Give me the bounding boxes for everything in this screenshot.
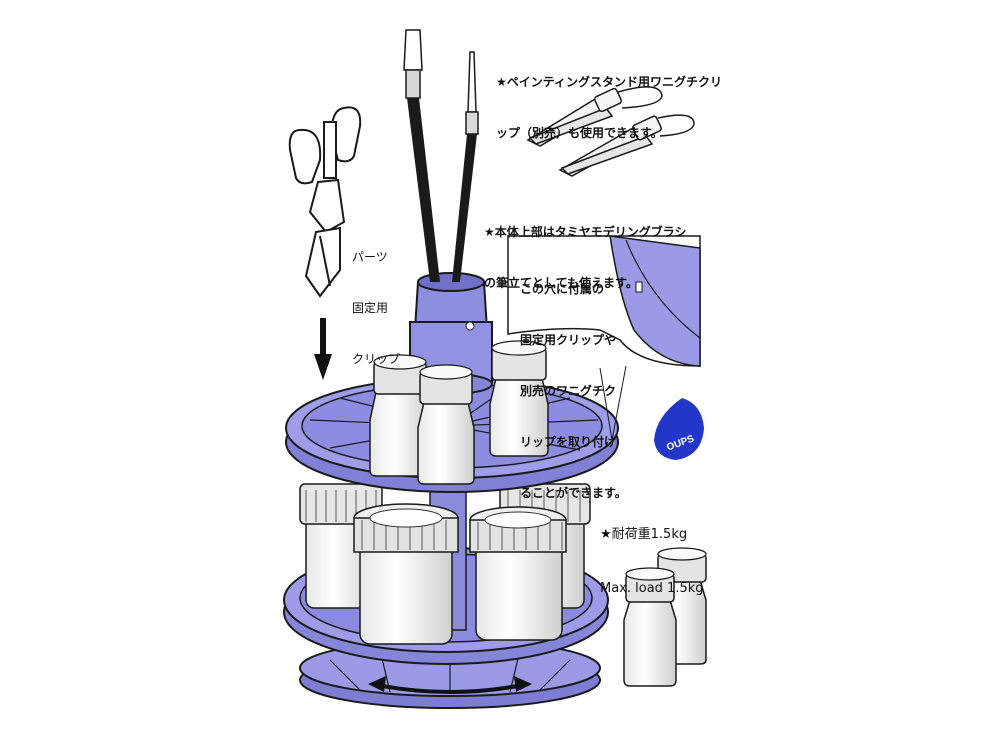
brush-holder-note-line: の筆立てとしても使えます。 (484, 276, 638, 290)
hole-detail-callout (507, 235, 701, 441)
parts-clip-note-line: パーツ (352, 250, 388, 264)
down-arrow-icon (314, 318, 332, 380)
parts-clip-note-line: クリップ (352, 352, 401, 366)
hole-note-line: リップを取り付け (520, 435, 617, 449)
alligator-clip-icon (526, 86, 663, 147)
parts-clip-icon (288, 106, 362, 298)
parts-clip-note: パーツ 固定用 クリップ (352, 215, 400, 385)
brush-icon (452, 51, 479, 282)
hole-note-line: ることができます。 (520, 486, 627, 500)
rotate-arrow-icon (368, 676, 532, 694)
load-note-line: Max. load 1.5kg (600, 581, 704, 596)
alligator-clip-icon (558, 114, 695, 177)
clip-stand-note-line: ★ペインティングスタンド用ワニグチクリ (496, 75, 723, 89)
paint-jar-icon (369, 354, 431, 477)
brush-holder-note-line: ★本体上部はタミヤモデリングブラシ (484, 225, 687, 239)
clip-stand-note: ★ペインティングスタンド用ワニグチクリ ップ（別売）も使用できます。 (496, 40, 722, 159)
logo-icon: OUPS (654, 398, 704, 460)
load-note: ★耐荷重1.5kg Max. load 1.5kg (600, 490, 704, 616)
paint-jar-icon (623, 567, 677, 687)
brush-icon (403, 29, 440, 282)
hole-note: この穴に付属の 固定用クリップや 別売のワニグチク リップを取り付け ることがで… (520, 247, 627, 519)
paint-jar-icon (353, 503, 459, 645)
load-note-line: ★耐荷重1.5kg (600, 527, 688, 542)
paint-jar-icon (469, 506, 567, 641)
brush-holder-note: ★本体上部はタミヤモデリングブラシ の筆立てとしても使えます。 (484, 190, 687, 309)
hole-note-line: 別売のワニグチク (520, 384, 617, 398)
paint-jar-icon (489, 340, 549, 457)
clip-stand-note-line: ップ（別売）も使用できます。 (496, 126, 663, 140)
parts-clip-note-line: 固定用 (352, 301, 389, 315)
hole-note-line: 固定用クリップや (520, 333, 617, 347)
paint-jar-icon (417, 364, 475, 485)
hole-note-line: この穴に付属の (520, 282, 605, 296)
